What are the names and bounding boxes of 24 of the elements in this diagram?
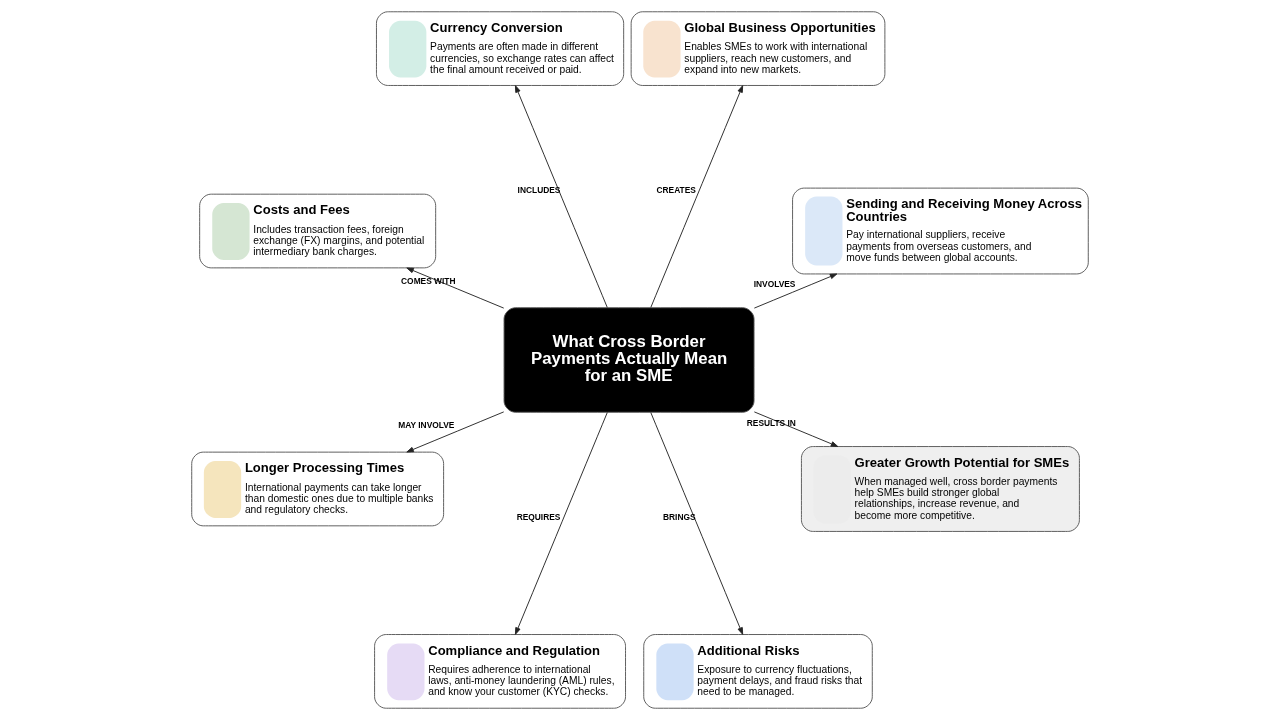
edge-label: BRINGS	[663, 511, 696, 522]
node-box: Global Business Opportunities Enables SMEs to work with international suppliers, reach new customers, and expand into new markets.	[630, 11, 886, 86]
node-box: Costs and Fees Includes transaction fees, foreign exchange (FX) margins, and potential intermediary bank charges.	[199, 193, 437, 269]
node-box: Currency Conversion Payments are often made in different currencies, so exchange rates can affect the final amount received or paid.	[376, 11, 625, 86]
edge-label: RESULTS IN	[746, 417, 796, 428]
arrow	[753, 411, 839, 447]
arrow	[753, 273, 838, 309]
node-box: Additional Risks Exposure to currency fluctuations, payment delays, and fraud risks that need to be managed.	[643, 634, 873, 709]
arrow	[514, 85, 608, 308]
edge-label: REQUIRES	[516, 511, 561, 522]
arrow	[514, 412, 608, 635]
arrow	[650, 412, 744, 635]
node-box: Longer Processing Times International payments can take longer than domestic ones due to multiple banks and regulatory checks.	[191, 451, 445, 527]
node-box: Sending and Receiving Money Across Countries Pay international suppliers, receive payments from overseas customers, and move funds between global accounts.	[792, 187, 1089, 275]
edge-label: INVOLVES	[753, 279, 796, 290]
node-box: Compliance and Regulation Requires adherence to international laws, anti-money laundering (AML) rules, and know your customer (KYC) checks.	[374, 634, 626, 709]
edge-label: CREATES	[656, 185, 696, 196]
arrow	[406, 267, 505, 309]
arrow	[406, 411, 505, 453]
edge-label: INCLUDES	[517, 185, 561, 196]
node-box: What Cross Border Payments Actually Mean for an SME	[503, 307, 755, 413]
arrow	[650, 85, 744, 308]
edge-label: MAY INVOLVE	[398, 420, 455, 431]
node-box: Greater Growth Potential for SMEs When managed well, cross border payments help SMEs build stronger global relationships, increase revenue, and become more competitive.	[800, 446, 1080, 532]
